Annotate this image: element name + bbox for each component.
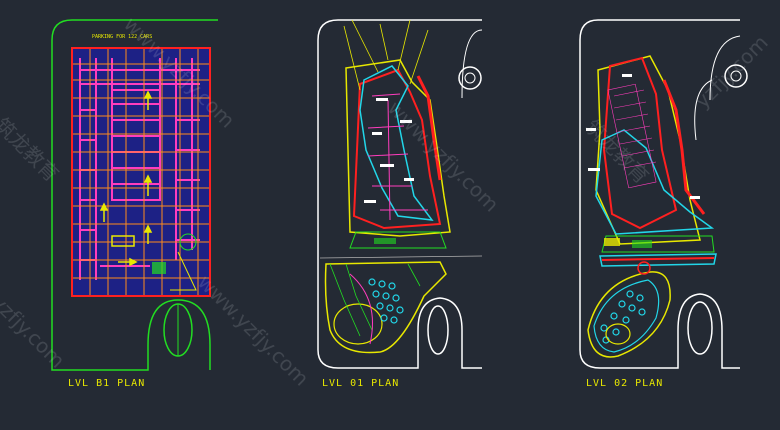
lvl01-pink-path xyxy=(349,273,373,345)
lvl02-atrium-grid xyxy=(613,89,657,169)
lvl01-drop-off xyxy=(427,305,449,355)
lvl01-site-outline xyxy=(317,19,482,369)
lvl02-atrium-hatch xyxy=(607,83,657,189)
b1-stair-circle xyxy=(179,233,197,251)
plan-lvl02 xyxy=(579,19,748,369)
lvl02-building-yellow xyxy=(595,55,701,245)
lvl01-building-yellow xyxy=(345,59,451,237)
lvl01-room-labels xyxy=(364,98,414,203)
lvl02-drop-off xyxy=(687,301,713,355)
lvl01-building-cyan xyxy=(359,65,434,221)
b1-traffic-arrows xyxy=(99,90,153,267)
b1-perimeter-wall xyxy=(71,47,211,297)
lvl02-core xyxy=(632,240,652,248)
lvl02-yellow-block xyxy=(604,238,620,246)
plan-lvl01 xyxy=(317,19,483,369)
b1-parking-area xyxy=(72,48,210,296)
plan-lvl01-label: LVL 01 PLAN xyxy=(322,378,400,389)
lvl02-green-zone xyxy=(601,235,715,253)
lvl01-core xyxy=(374,238,396,244)
plan-b1 xyxy=(51,19,218,371)
plan-b1-label: LVL B1 PLAN xyxy=(68,378,146,389)
b1-ramp xyxy=(170,251,197,291)
lvl01-plaza-hatch xyxy=(329,263,421,337)
lvl02-building-red xyxy=(602,56,678,230)
parking-capacity-note: PARKING FOR 122 CARS xyxy=(92,34,153,40)
lvl02-bridge-red xyxy=(601,257,715,261)
lvl02-plaza xyxy=(587,271,671,358)
lvl02-bridge xyxy=(599,253,717,267)
lvl01-planters xyxy=(368,278,404,324)
lvl01-roundabout-icon xyxy=(458,66,482,90)
lvl01-plaza-inner xyxy=(333,303,383,345)
b1-site-outline xyxy=(51,19,218,371)
b1-ramp-box xyxy=(152,262,166,274)
lvl02-site-outline xyxy=(579,19,740,369)
lvl02-planters xyxy=(600,290,646,344)
lvl02-room-labels xyxy=(586,74,700,199)
lvl02-plaza-cyan xyxy=(593,279,660,353)
lvl01-leader-lines xyxy=(343,19,429,91)
lvl02-roundabout-icon xyxy=(724,64,748,88)
lvl01-magenta-walls xyxy=(367,93,428,221)
lvl02-red-ring xyxy=(637,261,651,275)
lvl02-road xyxy=(694,35,741,141)
lvl01-green-zone xyxy=(349,231,447,249)
b1-core xyxy=(111,235,135,247)
plan-lvl02-label: LVL 02 PLAN xyxy=(586,378,664,389)
lvl01-red-wall-right xyxy=(416,75,442,181)
lvl02-plaza-inner xyxy=(605,323,631,345)
lvl01-plaza xyxy=(324,261,447,354)
lvl02-building-cyan xyxy=(595,129,715,235)
